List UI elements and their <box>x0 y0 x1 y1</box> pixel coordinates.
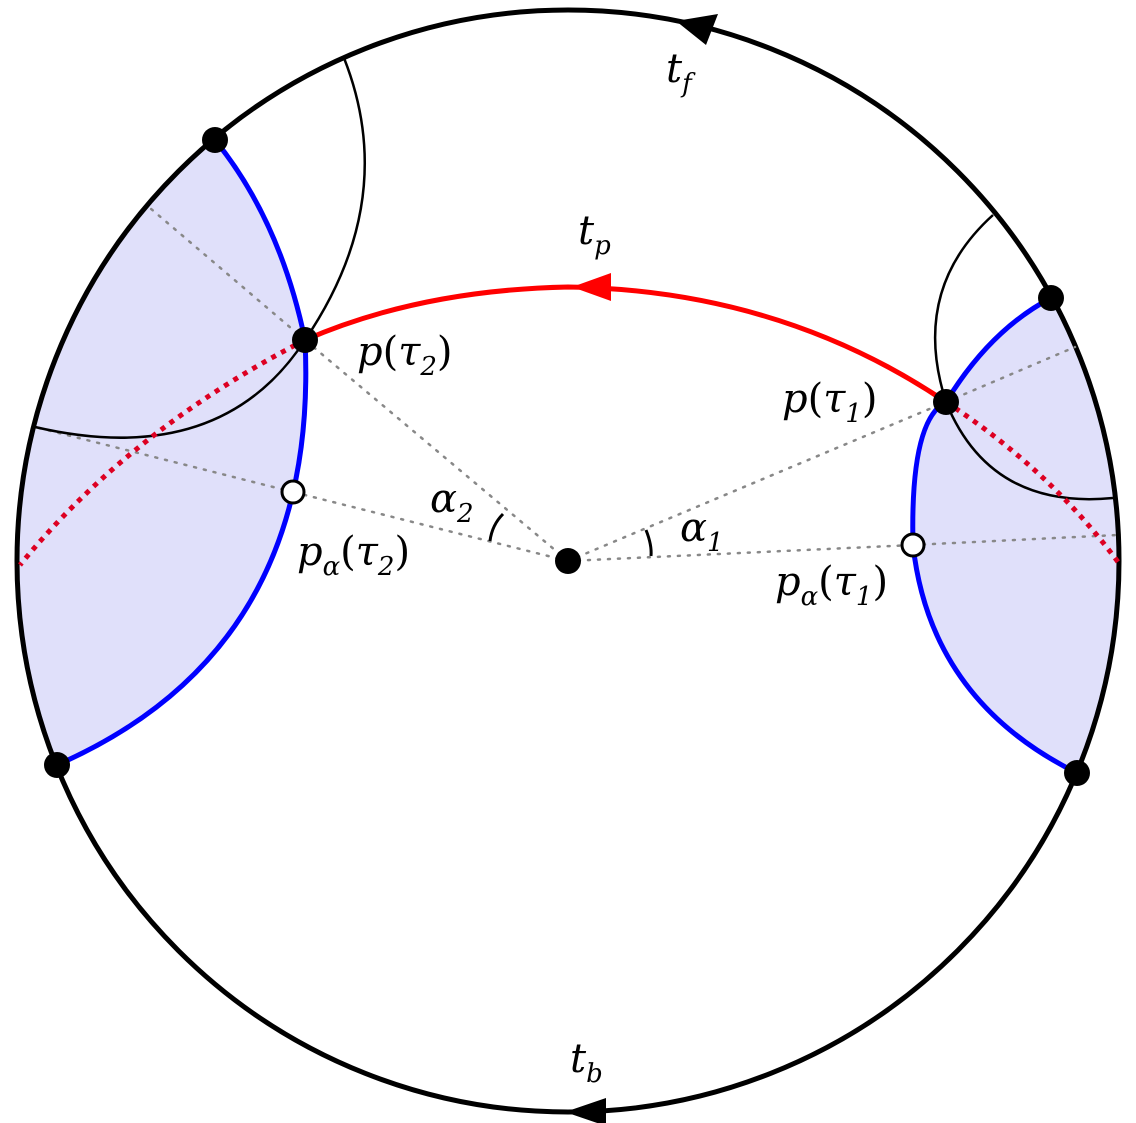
label-alpha1: α1 <box>680 505 724 558</box>
center-point <box>555 548 581 574</box>
left-top-arc <box>303 57 366 341</box>
point-p-tau2 <box>292 327 318 353</box>
right-blue-geodesic <box>910 295 1079 776</box>
angle-alpha1-mark <box>644 529 653 557</box>
arrowhead-tp <box>572 273 611 301</box>
arrowhead-tf <box>676 14 718 45</box>
point-palpha-tau2 <box>280 479 306 505</box>
guide-p-tau1-to-boundary <box>944 345 1077 404</box>
guide-lines <box>33 206 1119 563</box>
angle-alpha2-mark <box>488 512 505 542</box>
label-alpha2: α2 <box>430 476 474 529</box>
label-tp: tp <box>578 208 611 261</box>
label-tb: tb <box>570 1036 603 1089</box>
guide-center-to-p-tau2 <box>303 338 570 563</box>
label-p-tau2: p(τ2) <box>357 329 453 382</box>
endpoint-right-top <box>1038 285 1064 311</box>
label-palpha-tau1: pα(τ1) <box>775 559 888 612</box>
red-dotted-extension-left <box>18 337 307 567</box>
boundary-points <box>44 127 1090 786</box>
endpoint-left-bottom <box>44 752 70 778</box>
left-shaded-region <box>18 140 306 765</box>
label-palpha-tau2: pα(τ2) <box>297 529 410 582</box>
endpoint-right-bottom <box>1064 760 1090 786</box>
left-lower-arc <box>34 339 307 439</box>
guide-center-to-palpha-tau1 <box>566 543 915 563</box>
thin-arcs <box>34 57 1114 501</box>
guide-center-to-p-tau1 <box>566 400 948 563</box>
label-tf: tf <box>666 46 696 99</box>
right-shaded-region <box>912 298 1119 773</box>
guide-p-tau2-to-boundary <box>148 206 307 342</box>
guide-palpha-tau2-to-boundary <box>33 425 295 494</box>
arrowhead-tb <box>565 1098 606 1123</box>
guide-center-to-palpha-tau2 <box>291 490 570 563</box>
right-top-arc <box>933 214 994 403</box>
left-blue-geodesic <box>55 138 309 768</box>
right-lower-arc <box>944 401 1114 501</box>
guide-palpha-tau1-to-boundary <box>911 533 1119 547</box>
label-p-tau1: p(τ1) <box>782 376 878 429</box>
endpoint-left-top <box>202 127 228 153</box>
point-palpha-tau1 <box>900 532 926 558</box>
point-p-tau1 <box>933 389 959 415</box>
